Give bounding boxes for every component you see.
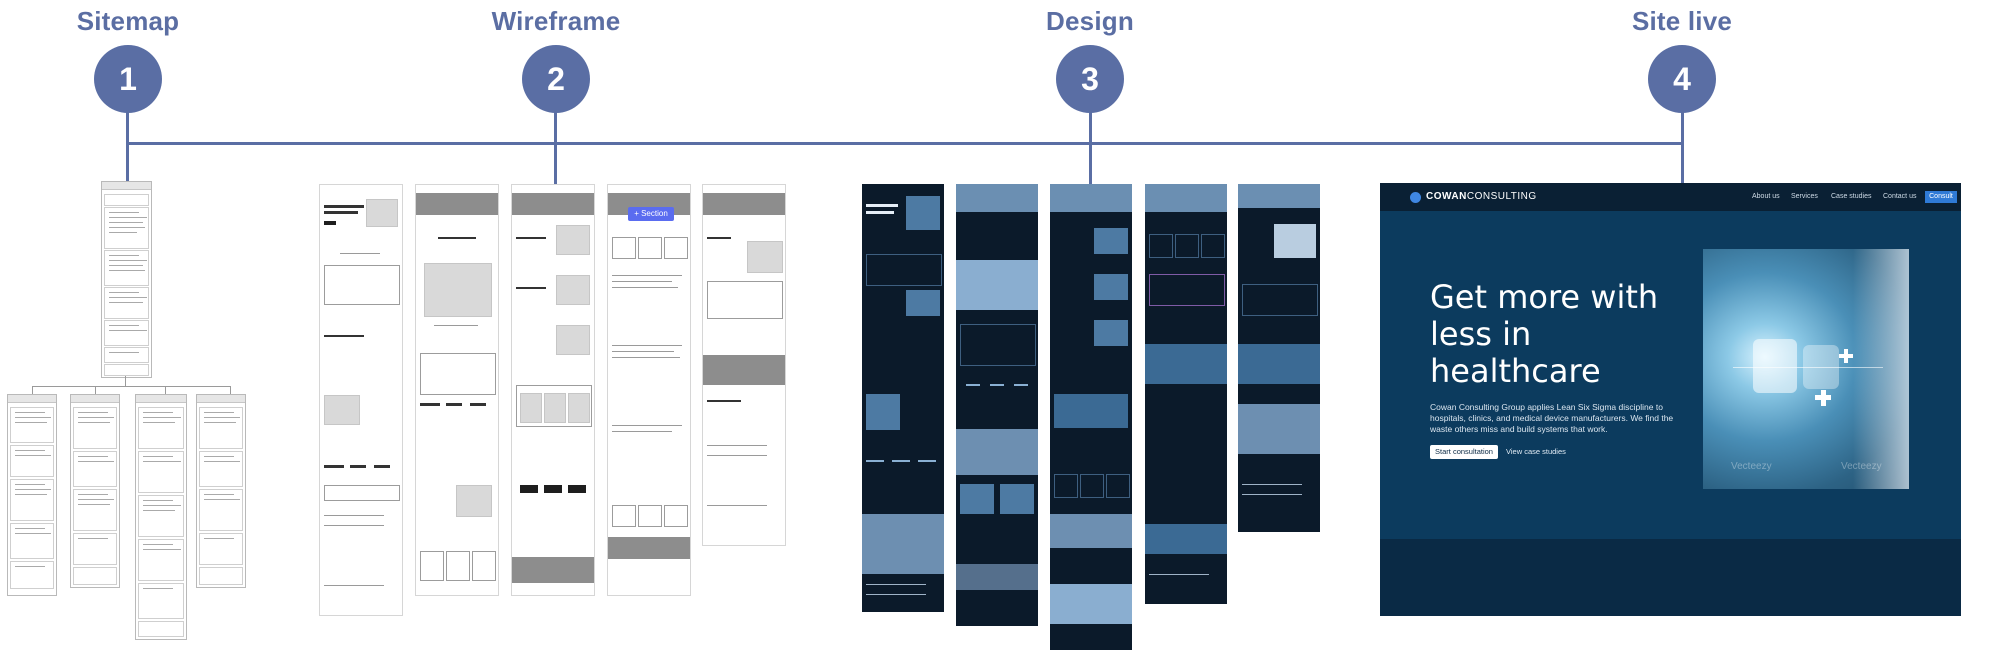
timeline-line xyxy=(127,142,1683,145)
nav-services[interactable]: Services xyxy=(1791,193,1818,200)
start-consultation-button[interactable]: Start consultation xyxy=(1430,445,1498,459)
timeline-connector-4 xyxy=(1681,112,1684,184)
wireframe-page-1 xyxy=(319,184,403,616)
watermark-text: Vecteezy xyxy=(1731,461,1772,472)
stage-title-design: Design xyxy=(1046,6,1134,36)
stage-number-2: 2 xyxy=(522,45,590,113)
wireframe-page-2 xyxy=(415,184,499,596)
logo-bold-text: COWAN xyxy=(1426,191,1467,202)
timeline-connector-2 xyxy=(554,112,557,184)
stage-title-sitemap: Sitemap xyxy=(76,6,180,36)
sitemap-contact-card xyxy=(196,394,246,588)
stage-number-4: 4 xyxy=(1648,45,1716,113)
add-section-button[interactable]: + Section xyxy=(628,207,674,221)
design-page-2 xyxy=(956,184,1038,626)
timeline-connector-3 xyxy=(1089,112,1092,184)
hero-healthcare-image: Vecteezy Vecteezy xyxy=(1703,249,1909,489)
view-case-studies-link[interactable]: View case studies xyxy=(1506,447,1566,456)
hero-description: Cowan Consulting Group applies Lean Six … xyxy=(1430,402,1674,434)
timeline-connector-1 xyxy=(126,112,129,184)
hero-title: Get more with less in healthcare xyxy=(1430,278,1659,390)
live-site-screenshot: COWANCONSULTING About us Services Case s… xyxy=(1380,183,1961,616)
sitemap-services-card xyxy=(70,394,120,588)
sitemap-home-card xyxy=(101,181,152,378)
nav-case-studies[interactable]: Case studies xyxy=(1831,193,1872,200)
stage-title-wireframe: Wireframe xyxy=(491,6,621,36)
nav-consult-button[interactable]: Consult xyxy=(1925,191,1957,203)
watermark-text-2: Vecteezy xyxy=(1841,461,1882,472)
sitemap-case-studies-card xyxy=(135,394,187,640)
design-page-4 xyxy=(1145,184,1227,604)
design-page-3 xyxy=(1050,184,1132,650)
site-navbar: COWANCONSULTING About us Services Case s… xyxy=(1380,183,1961,211)
stage-number-3: 3 xyxy=(1056,45,1124,113)
sitemap-about-card xyxy=(7,394,57,596)
design-page-1 xyxy=(862,184,944,612)
logo-light-text: CONSULTING xyxy=(1466,191,1537,202)
wireframe-page-4 xyxy=(607,184,691,596)
design-page-5 xyxy=(1238,184,1320,532)
site-lower-band xyxy=(1380,539,1961,616)
wireframe-page-3 xyxy=(511,184,595,596)
site-logo[interactable]: COWANCONSULTING xyxy=(1426,191,1537,202)
stage-number-1: 1 xyxy=(94,45,162,113)
cowan-logo-icon xyxy=(1410,192,1421,203)
nav-about[interactable]: About us xyxy=(1752,193,1780,200)
wireframe-page-5 xyxy=(702,184,786,546)
stage-title-site-live: Site live xyxy=(1631,6,1733,36)
nav-contact[interactable]: Contact us xyxy=(1883,193,1917,200)
